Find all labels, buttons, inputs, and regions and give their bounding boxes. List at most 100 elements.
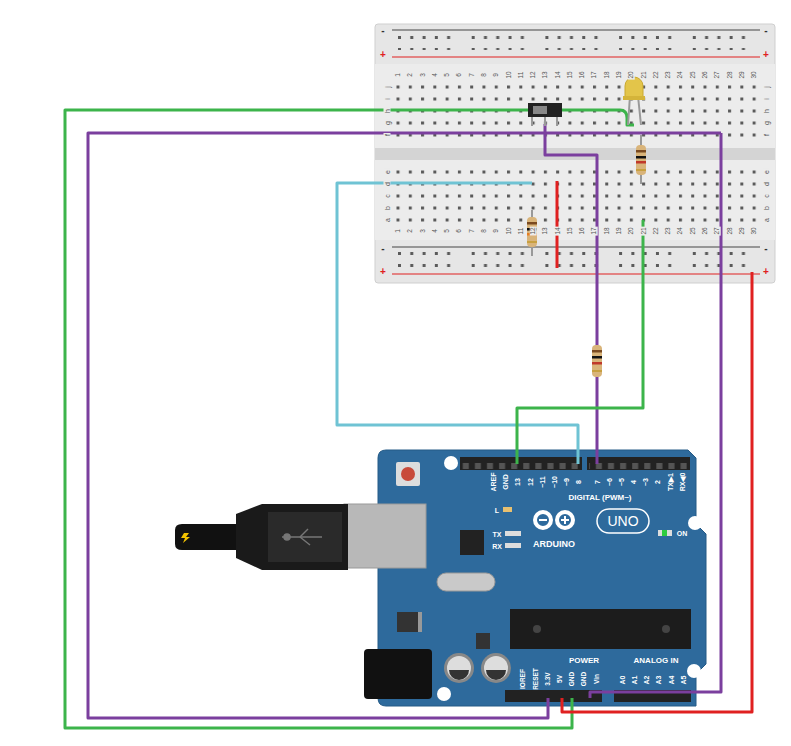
row-letter: e	[763, 169, 770, 175]
column-number: 25	[689, 70, 696, 79]
column-number: 24	[677, 226, 684, 235]
rail-sign: -	[763, 26, 768, 36]
rail-sign: +	[379, 50, 387, 60]
column-number: 4	[432, 228, 439, 234]
column-number: 13	[542, 226, 549, 235]
column-number: 24	[677, 70, 684, 79]
pin-label: ~5	[618, 478, 625, 486]
column-number: 5	[444, 228, 451, 234]
led-label: L	[495, 507, 499, 514]
pin-label: TX▶1	[667, 473, 674, 491]
column-number: 20	[628, 226, 635, 235]
column-number: 8	[481, 228, 488, 234]
column-number: 2	[407, 72, 414, 78]
pin-label: GND	[581, 672, 588, 686]
pin-label: 3.3V	[545, 672, 552, 685]
column-number: 15	[567, 70, 574, 79]
column-number: 7	[468, 72, 475, 78]
column-number: 19	[616, 226, 623, 235]
column-number: 23	[665, 226, 672, 235]
row-letter: c	[763, 193, 770, 199]
column-number: 22	[653, 226, 660, 235]
pin-label: A5	[680, 676, 687, 685]
pin-label: A2	[643, 676, 650, 685]
column-number: 6	[456, 72, 463, 78]
rail-sign: -	[763, 244, 768, 254]
row-letter: j	[384, 85, 391, 89]
slide-switch	[528, 103, 562, 126]
pin-label: A1	[631, 676, 638, 685]
pin-label: RX◀0	[679, 473, 686, 492]
column-number: 11	[518, 71, 525, 80]
row-letter: d	[384, 181, 391, 187]
column-number: 1	[395, 228, 402, 234]
column-number: 12	[530, 226, 537, 235]
row-letter: d	[763, 181, 770, 187]
resistor-pin	[592, 345, 602, 377]
column-number: 26	[702, 70, 709, 79]
column-number: 5	[444, 72, 451, 78]
column-number: 11	[518, 227, 525, 236]
column-number: 26	[702, 226, 709, 235]
column-number: 27	[714, 226, 721, 235]
column-number: 18	[604, 226, 611, 235]
column-number: 23	[665, 70, 672, 79]
rail-sign: +	[762, 267, 770, 277]
led-label: TX	[493, 531, 502, 538]
column-number: 1	[395, 72, 402, 78]
rail-sign: -	[380, 244, 385, 254]
pin-label: 7	[594, 480, 601, 484]
brand-name: ARDUINO	[533, 540, 575, 549]
column-number: 15	[567, 226, 574, 235]
column-number: 14	[554, 70, 561, 79]
header-title: ANALOG IN	[634, 657, 679, 665]
column-number: 20	[628, 70, 635, 79]
column-number: 7	[468, 228, 475, 234]
pin-label: ~9	[563, 478, 570, 486]
pin-label: ~10	[551, 476, 558, 488]
pin-label: GND	[502, 474, 509, 490]
column-number: 28	[726, 70, 733, 79]
model-name: UNO	[607, 514, 638, 528]
column-number: 4	[432, 72, 439, 78]
column-number: 2	[407, 228, 414, 234]
column-number: 29	[739, 70, 746, 79]
pin-label: ~6	[606, 478, 613, 486]
row-letter: b	[384, 205, 391, 211]
row-letter: f	[384, 133, 391, 137]
column-number: 3	[419, 228, 426, 234]
column-number: 29	[739, 226, 746, 235]
pin-label: 13	[514, 478, 521, 486]
column-number: 18	[604, 70, 611, 79]
row-letter: b	[763, 205, 770, 211]
wires	[65, 110, 752, 728]
resistor-switch	[527, 210, 537, 256]
column-number: 9	[493, 228, 500, 234]
column-number: 12	[530, 70, 537, 79]
row-letter: i	[384, 97, 391, 101]
pin-label: A0	[619, 676, 626, 685]
column-number: 13	[542, 70, 549, 79]
row-letter: g	[384, 120, 391, 126]
column-number: 17	[591, 226, 598, 235]
row-letter: g	[763, 120, 770, 126]
row-letter: a	[763, 217, 770, 223]
column-number: 14	[554, 226, 561, 235]
pin-label: ~3	[642, 478, 649, 486]
column-number: 22	[653, 70, 660, 79]
column-number: 6	[456, 228, 463, 234]
row-letter: e	[384, 169, 391, 175]
usb-cable	[175, 504, 426, 570]
pin-label: IOREF	[520, 669, 527, 689]
rail-sign: +	[379, 267, 387, 277]
column-number: 19	[616, 70, 623, 79]
arduino-board	[364, 450, 706, 706]
row-letter: h	[384, 108, 391, 114]
row-letter: f	[763, 133, 770, 137]
column-number: 10	[505, 226, 512, 235]
resistor-led	[636, 135, 646, 184]
pin-label: 4	[630, 480, 637, 484]
pin-label: GND	[569, 672, 576, 686]
